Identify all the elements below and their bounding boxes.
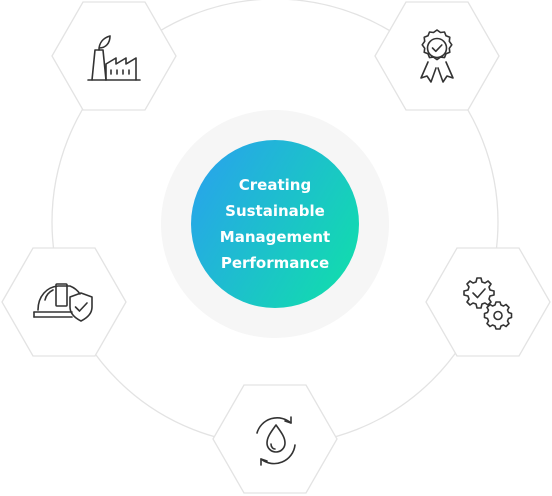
node-factory: [51, 1, 177, 111]
center-title: Creating Sustainable Management Performa…: [219, 176, 331, 272]
hexagon: [1, 247, 127, 357]
center-circle: Creating Sustainable Management Performa…: [191, 140, 359, 308]
award-badge-icon: [420, 29, 454, 83]
factory-icon: [87, 35, 141, 81]
hexagon: [212, 384, 338, 494]
node-certification: [374, 1, 500, 111]
hexagon: [51, 1, 177, 111]
water-cycle-icon: [256, 416, 296, 466]
node-water: [212, 384, 338, 494]
node-safety: [1, 247, 127, 357]
center-halo: Creating Sustainable Management Performa…: [161, 110, 389, 338]
hexagon: [425, 247, 551, 357]
node-process: [425, 247, 551, 357]
hexagon: [374, 1, 500, 111]
gears-check-icon: [463, 277, 513, 330]
hardhat-shield-icon: [33, 283, 93, 322]
